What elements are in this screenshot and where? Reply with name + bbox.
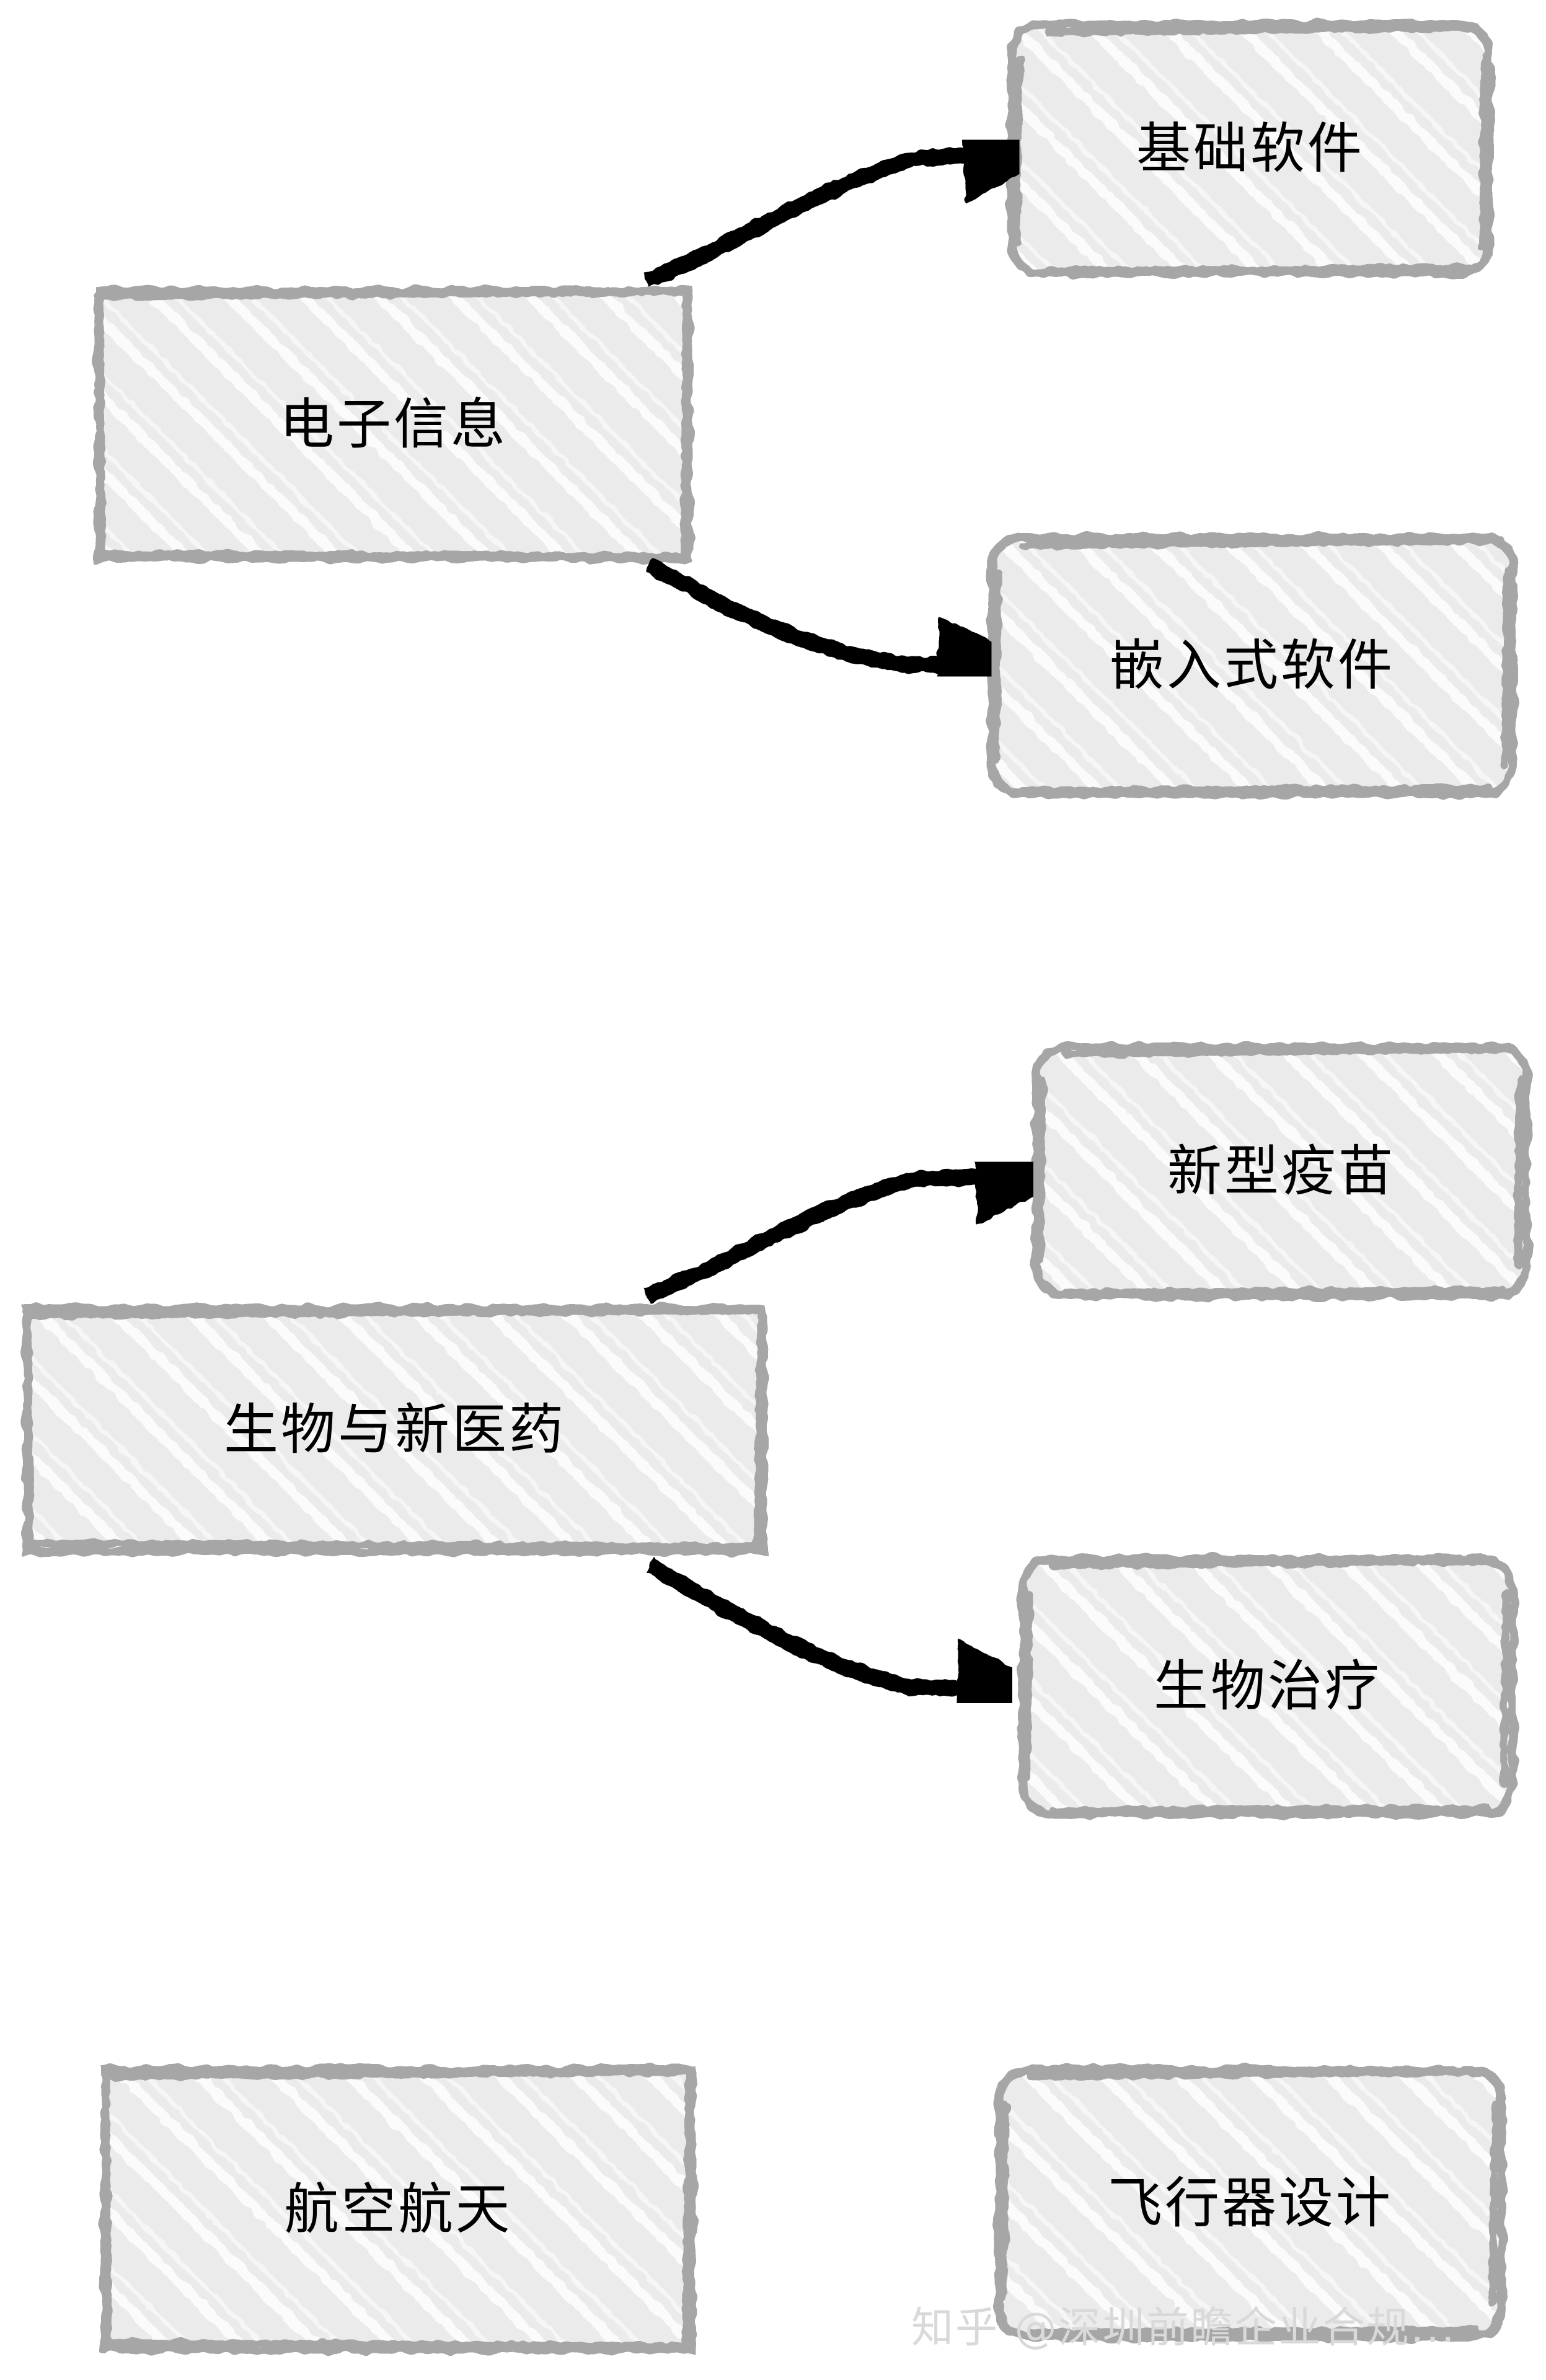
edge-bio-to-biotherapy — [645, 1558, 1058, 1737]
edge-bio-to-new-vaccine — [643, 1128, 1076, 1303]
node-biotherapy[interactable] — [1018, 1554, 1517, 1818]
node-basic-software[interactable] — [1007, 20, 1494, 278]
node-new-vaccine[interactable] — [1031, 1042, 1531, 1300]
node-embedded-software[interactable] — [987, 533, 1517, 798]
watermark-text: 知乎 @深圳前瞻企业合规... — [911, 2304, 1457, 2353]
node-aerospace[interactable] — [100, 2065, 696, 2354]
edge-ei-to-embedded-software — [645, 558, 1039, 713]
node-bio-new-medicine[interactable] — [22, 1304, 767, 1556]
edge-ei-to-basic-software — [643, 107, 1064, 288]
node-electronic-information[interactable] — [94, 286, 693, 563]
